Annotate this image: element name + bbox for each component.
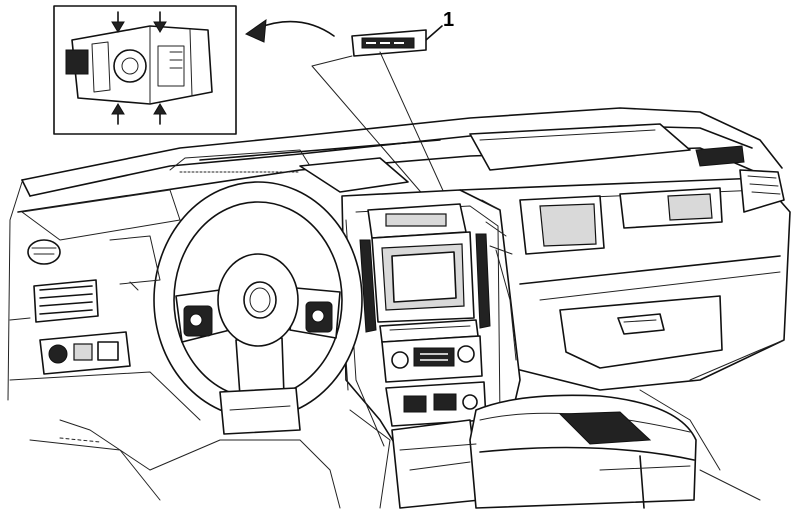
floor-lines (149, 409, 761, 509)
detail-inset (53, 5, 237, 135)
steering-wheel (153, 181, 363, 435)
dashboard-outline (17, 107, 791, 471)
clip-arrows (111, 11, 167, 125)
center-console (391, 394, 697, 509)
center-stack (337, 189, 521, 453)
callout-1-label: 1 (443, 9, 454, 31)
armrest (469, 394, 697, 509)
inset-pointer-arrow (244, 18, 335, 43)
callout-1: 1 (311, 9, 454, 213)
driver-side-dash (7, 181, 201, 501)
